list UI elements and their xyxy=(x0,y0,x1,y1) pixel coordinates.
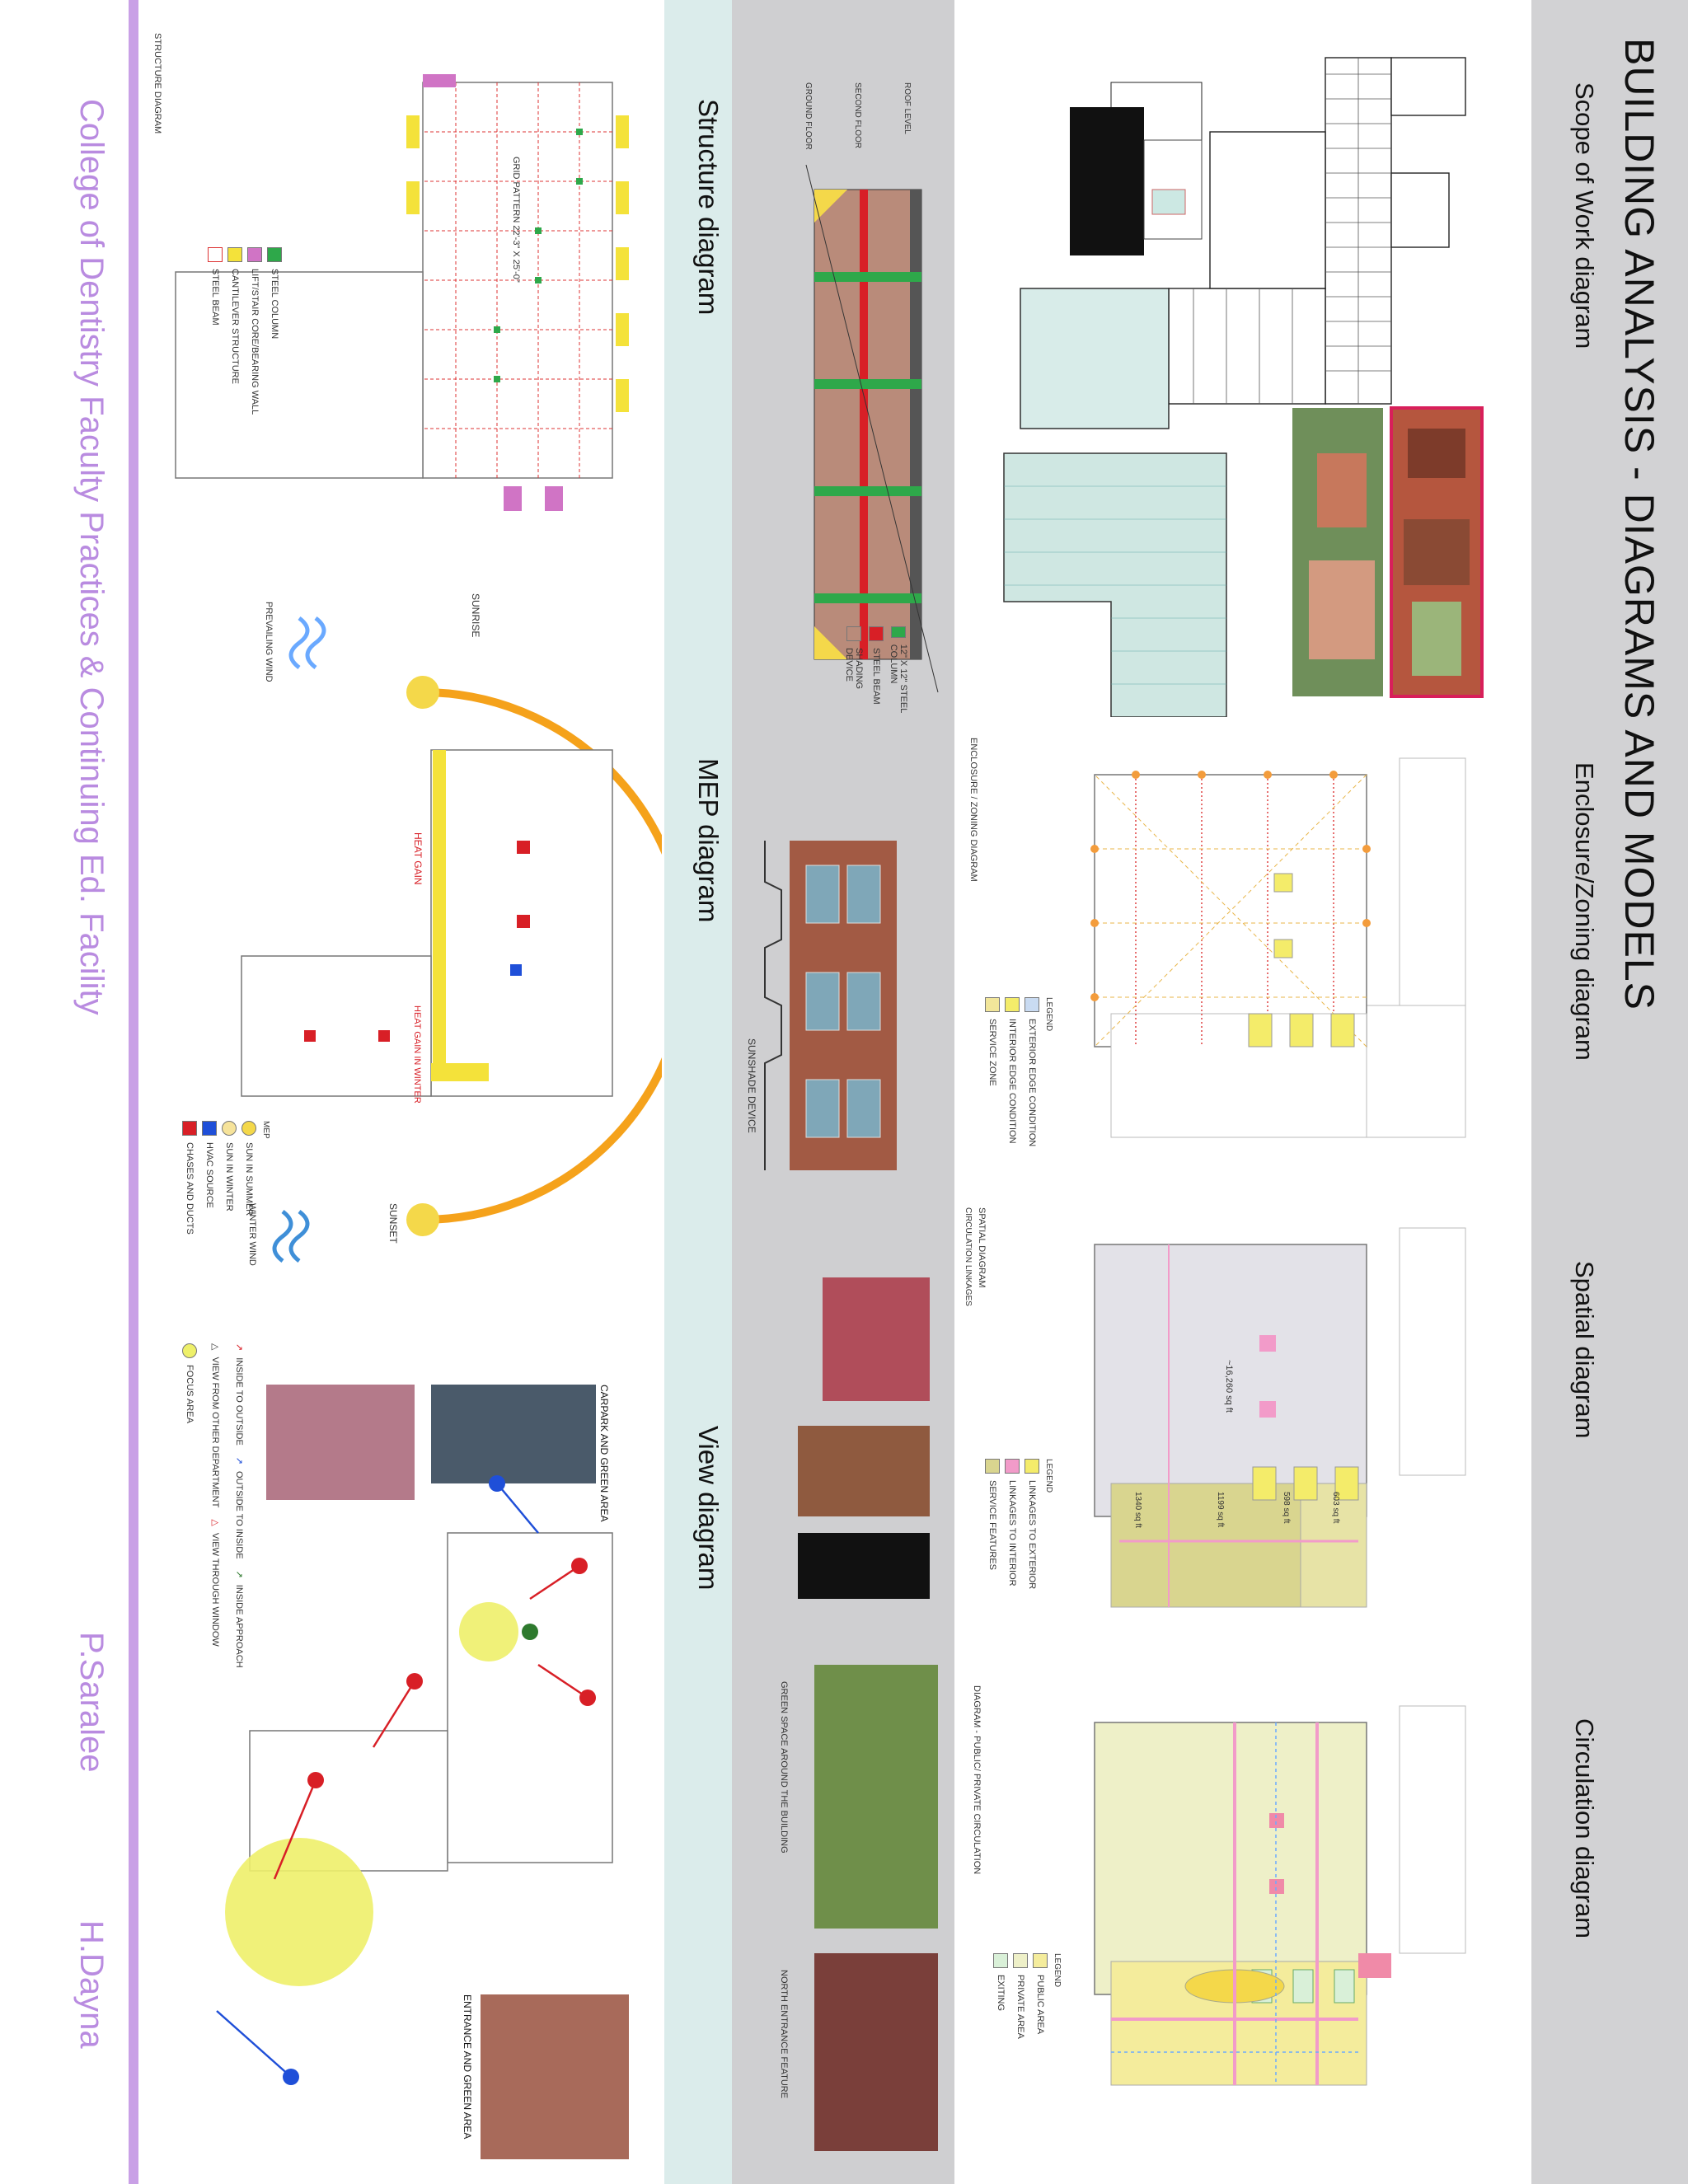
spatial-area-label: 1199 sq ft xyxy=(1216,1492,1225,1527)
mep-heading: MEP diagram xyxy=(693,758,724,923)
sunshade-caption: SUNSHADE DEVICE xyxy=(746,1038,757,1133)
photo-caption-entrance: NORTH ENTRANCE FEATURE xyxy=(779,1970,789,2098)
view-diagram: CARPARK AND GREEN AREA ENTRANCE AND GREE… xyxy=(143,1319,662,2176)
winter-wind-label: WINTER WIND xyxy=(247,1203,257,1266)
section-level: GROUND FLOOR xyxy=(804,82,813,150)
heat-gain-winter-label: HEAT GAIN IN WINTER xyxy=(412,1005,422,1104)
structure-heading: Structure diagram xyxy=(693,99,724,316)
enclosure-legend-heading: LEGEND xyxy=(1044,997,1053,1032)
structure-plan-legend: STEEL COLUMN LIFT/STAIR CORE/BEARING WAL… xyxy=(203,247,287,462)
view-legend: ↗INSIDE TO OUTSIDE ↗OUTSIDE TO INSIDE ↗I… xyxy=(177,1343,250,1673)
view-legend-item: ↗INSIDE TO OUTSIDE xyxy=(234,1343,245,1446)
spatial-legend-heading: LEGEND xyxy=(1044,1459,1053,1493)
spatial-area-label: ~16,260 sq ft xyxy=(1224,1360,1234,1413)
structure-legend-item: STEEL COLUMN xyxy=(267,247,282,462)
spatial-caption: SPATIAL DIAGRAM xyxy=(977,1207,987,1288)
photo-strip: GREEN SPACE AROUND THE BUILDING NORTH EN… xyxy=(779,1277,938,2151)
author-saralee: P.Saralee xyxy=(73,1632,110,1773)
carpark-label: CARPARK AND GREEN AREA xyxy=(598,1385,610,1522)
mep-legend-item: SUN IN SUMMER xyxy=(241,1121,256,1302)
view-legend-item: ↗INSIDE APPROACH xyxy=(234,1570,245,1668)
enclosure-legend-item: EXTERIOR EDGE CONDITION xyxy=(1025,997,1039,1187)
mep-caption: MEP xyxy=(261,1121,270,1139)
structure-legend-item: CANTILEVER STRUCTURE xyxy=(227,247,242,462)
sunshade-diagram: SUNSHADE DEVICE xyxy=(746,841,897,1170)
project-name: College of Dentistry Faculty Practices &… xyxy=(73,99,110,1015)
spatial-legend-item: SERVICE FEATURES xyxy=(985,1459,1000,1648)
structure-legend-item: LIFT/STAIR CORE/BEARING WALL xyxy=(247,247,262,462)
circulation-legend-item: PRIVATE AREA xyxy=(1013,1953,1028,2151)
section-heading-band xyxy=(664,0,732,2184)
enclosure-diagram: ENCLOSURE / ZONING DIAGRAM xyxy=(954,725,1482,1187)
enclosure-caption: ENCLOSURE / ZONING DIAGRAM xyxy=(968,738,978,882)
author-dayna: H.Dayna xyxy=(73,1920,110,2049)
scope-diagram xyxy=(971,25,1498,717)
view-legend-item: △VIEW FROM OTHER DEPARTMENT xyxy=(210,1343,221,1508)
circulation-legend-heading: LEGEND xyxy=(1053,1953,1062,1988)
section-level: SECOND FLOOR xyxy=(853,82,862,148)
heat-gain-label: HEAT GAIN xyxy=(412,832,424,885)
mep-legend: MEP SUN IN SUMMER SUN IN WINTER HVAC SOU… xyxy=(177,1121,270,1302)
scope-heading: Scope of Work diagram xyxy=(1570,82,1599,349)
view-heading: View diagram xyxy=(693,1426,724,1591)
circulation-diagram: DIAGRAM - PUBLIC/ PRIVATE CIRCULATION xyxy=(954,1673,1482,2168)
wall-section-diagram: ROOF LEVEL SECOND FLOOR GROUND FLOOR xyxy=(804,82,939,693)
spatial-area-label: 1340 sq ft xyxy=(1133,1492,1142,1528)
view-legend-item: ↗OUTSIDE TO INSIDE xyxy=(234,1456,245,1559)
structure-section-legend: 12" X 12" STEEL COLUMN STEEL BEAM SHADIN… xyxy=(839,626,913,725)
structure-legend-item: STEEL BEAM xyxy=(208,247,223,462)
structure-diagram: GRID PATTERN 22'-3" X 25'-0" STRUCTURE D… xyxy=(143,16,662,692)
structure-caption: STRUCTURE DIAGRAM xyxy=(152,33,162,134)
footer-rule xyxy=(129,0,138,2184)
spatial-legend: LEGEND LINKAGES TO EXTERIOR LINKAGES TO … xyxy=(980,1459,1053,1648)
spatial-legend-item: LINKAGES TO EXTERIOR xyxy=(1025,1459,1039,1648)
spatial-caption-2: CIRCULATION LINKAGES xyxy=(964,1207,973,1306)
section-level: ROOF LEVEL xyxy=(903,82,912,134)
circulation-heading: Circulation diagram xyxy=(1570,1718,1599,1939)
view-legend-item: FOCUS AREA xyxy=(182,1343,197,1423)
mep-legend-item: CHASES AND DUCTS xyxy=(182,1121,197,1302)
spatial-diagram: ~16,260 sq ft 603 sq ft 598 sq ft 1199 s… xyxy=(954,1195,1482,1657)
circulation-legend-item: EXITING xyxy=(993,1953,1008,2151)
title-band xyxy=(1531,0,1688,2184)
spatial-area-label: 598 sq ft xyxy=(1282,1492,1291,1524)
circulation-legend: LEGEND PUBLIC AREA PRIVATE AREA EXITING xyxy=(988,1953,1062,2151)
section-legend-item: SHADING DEVICE xyxy=(844,626,864,725)
view-legend-item: △VIEW THROUGH WINDOW xyxy=(210,1519,221,1647)
enclosure-heading: Enclosure/Zoning diagram xyxy=(1570,762,1599,1061)
sunrise-label: SUNRISE xyxy=(470,593,481,637)
spatial-area-label: 603 sq ft xyxy=(1331,1492,1340,1524)
entrance-label: ENTRANCE AND GREEN AREA xyxy=(462,1994,473,2139)
enclosure-legend-item: SERVICE ZONE xyxy=(985,997,1000,1187)
spatial-legend-item: LINKAGES TO INTERIOR xyxy=(1005,1459,1020,1648)
section-legend-item: STEEL BEAM xyxy=(869,626,884,725)
mep-legend-item: SUN IN WINTER xyxy=(222,1121,237,1302)
sunset-label: SUNSET xyxy=(387,1203,399,1244)
enclosure-legend-item: INTERIOR EDGE CONDITION xyxy=(1005,997,1020,1187)
photo-caption-green: GREEN SPACE AROUND THE BUILDING xyxy=(779,1681,789,1854)
circulation-caption: DIAGRAM - PUBLIC/ PRIVATE CIRCULATION xyxy=(972,1685,982,1874)
page-title: BUILDING ANALYSIS - DIAGRAMS AND MODELS xyxy=(1616,38,1662,1011)
structure-grid-label: GRID PATTERN 22'-3" X 25'-0" xyxy=(511,157,521,283)
mep-diagram: HEAT GAIN HEAT GAIN IN WINTER SUNRISE SU… xyxy=(143,569,662,1310)
section-legend-item: 12" X 12" STEEL COLUMN xyxy=(889,626,908,725)
enclosure-legend: LEGEND EXTERIOR EDGE CONDITION INTERIOR … xyxy=(980,997,1053,1187)
spatial-heading: Spatial diagram xyxy=(1570,1261,1599,1439)
mep-legend-item: HVAC SOURCE xyxy=(202,1121,217,1302)
circulation-legend-item: PUBLIC AREA xyxy=(1033,1953,1048,2151)
prevailing-wind-label: PREVAILING WIND xyxy=(264,602,274,682)
